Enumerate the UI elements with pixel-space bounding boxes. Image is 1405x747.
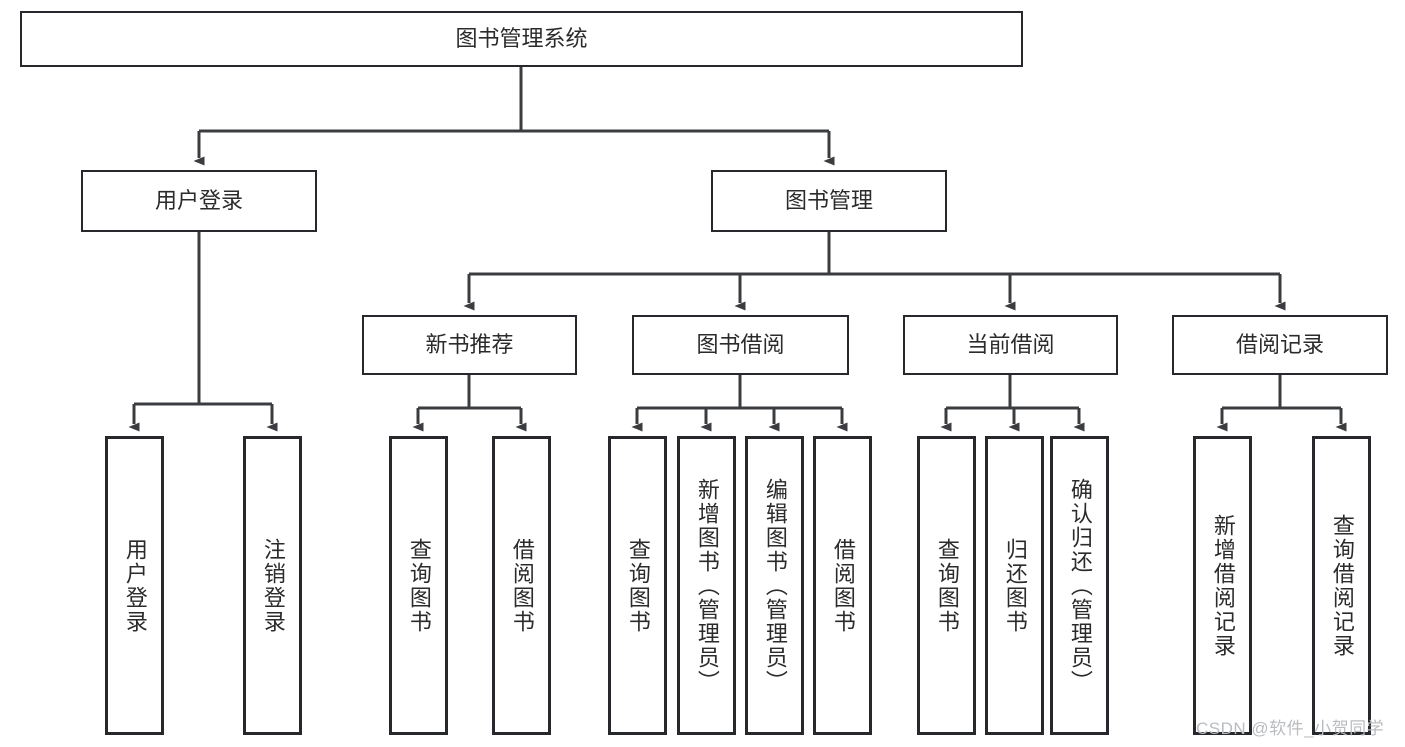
leaf-newbook-query-book[interactable]: 查询图书 (389, 436, 448, 735)
node-user-login-label: 用户登录 (154, 187, 243, 213)
leaf-record-query-record[interactable]: 查询借阅记录 (1312, 436, 1371, 735)
node-root-label: 图书管理系统 (455, 25, 588, 51)
node-borrow-record-label: 借阅记录 (1235, 331, 1324, 357)
leaf-newbook-borrow-book-label: 借阅图书 (509, 537, 535, 634)
csdn-watermark: CSDN @软件_小贺同学 (1196, 719, 1385, 738)
node-book-borrow[interactable]: 图书借阅 (632, 315, 849, 375)
leaf-borrow-edit-book-admin[interactable]: 编辑图书（管理员） (745, 436, 804, 735)
node-book-management-label: 图书管理 (784, 187, 873, 213)
leaf-current-return-book-label: 归还图书 (1002, 537, 1028, 634)
leaf-current-return-book[interactable]: 归还图书 (985, 436, 1044, 735)
node-user-login[interactable]: 用户登录 (81, 170, 317, 232)
node-book-management[interactable]: 图书管理 (711, 170, 947, 232)
leaf-borrow-query-book-label: 查询图书 (625, 537, 651, 634)
leaf-user-login[interactable]: 用户登录 (105, 436, 164, 735)
node-root[interactable]: 图书管理系统 (20, 11, 1023, 67)
leaf-newbook-borrow-book[interactable]: 借阅图书 (492, 436, 551, 735)
leaf-user-logout[interactable]: 注销登录 (243, 436, 302, 735)
leaf-record-add-record[interactable]: 新增借阅记录 (1193, 436, 1252, 735)
node-current-borrow[interactable]: 当前借阅 (903, 315, 1118, 375)
leaf-borrow-edit-book-admin-label: 编辑图书（管理员） (762, 477, 788, 694)
node-book-borrow-label: 图书借阅 (696, 331, 785, 357)
leaf-borrow-lend-book-label: 借阅图书 (830, 537, 856, 634)
leaf-record-add-record-label: 新增借阅记录 (1210, 513, 1236, 658)
node-current-borrow-label: 当前借阅 (966, 331, 1055, 357)
leaf-current-confirm-return-admin-label: 确认归还（管理员） (1067, 477, 1093, 694)
leaf-borrow-add-book-admin[interactable]: 新增图书（管理员） (677, 436, 736, 735)
leaf-current-query-book-label: 查询图书 (934, 537, 960, 634)
leaf-borrow-query-book[interactable]: 查询图书 (608, 436, 667, 735)
node-borrow-record[interactable]: 借阅记录 (1172, 315, 1388, 375)
leaf-borrow-lend-book[interactable]: 借阅图书 (813, 436, 872, 735)
node-new-book-recommend[interactable]: 新书推荐 (362, 315, 577, 375)
leaf-current-query-book[interactable]: 查询图书 (917, 436, 976, 735)
leaf-newbook-query-book-label: 查询图书 (406, 537, 432, 634)
leaf-record-query-record-label: 查询借阅记录 (1329, 513, 1355, 658)
node-new-book-recommend-label: 新书推荐 (425, 331, 514, 357)
leaf-user-logout-label: 注销登录 (260, 537, 286, 634)
leaf-borrow-add-book-admin-label: 新增图书（管理员） (694, 477, 720, 694)
leaf-user-login-label: 用户登录 (122, 537, 148, 634)
leaf-current-confirm-return-admin[interactable]: 确认归还（管理员） (1050, 436, 1109, 735)
